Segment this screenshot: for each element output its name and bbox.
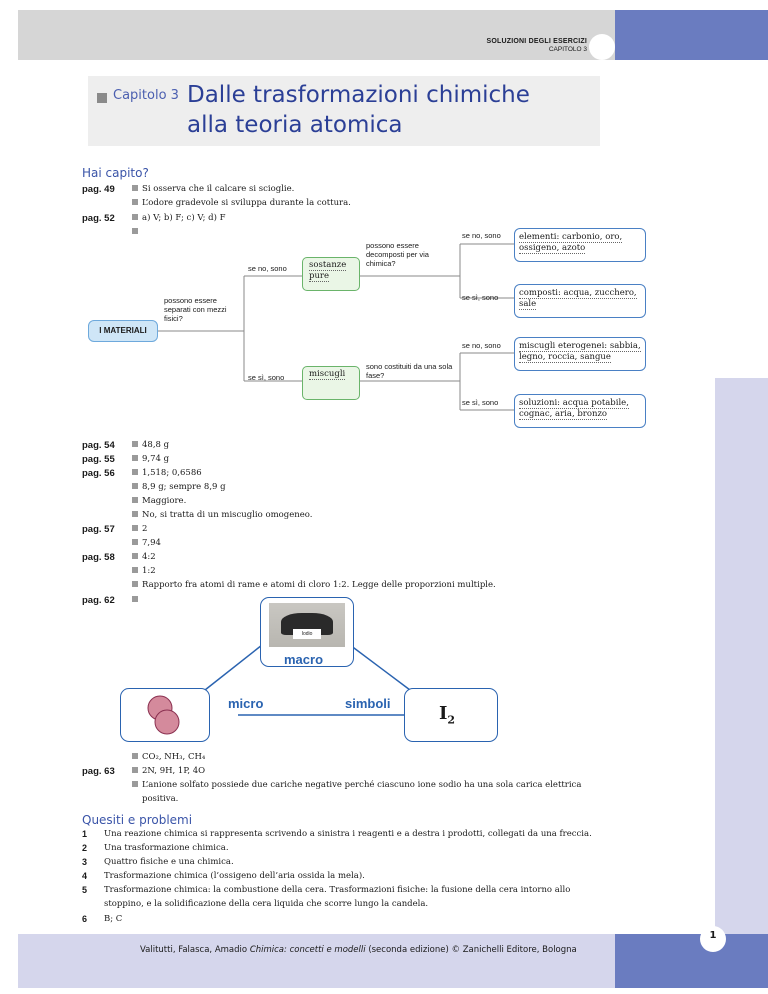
map-question-3: sono costituiti da una sola fase?: [366, 362, 453, 380]
chapter-label: Capitolo 3: [113, 88, 179, 103]
footer-accent: [615, 934, 768, 988]
map-no-1: se no, sono: [248, 264, 287, 273]
page-label: pag. 57: [82, 524, 115, 535]
question-number: 3: [82, 857, 88, 867]
map-composti: composti: acqua, zucchero, sale: [514, 284, 646, 318]
map-question-2: possono essere decomposti per via chimic…: [366, 241, 429, 268]
map-root: I MATERIALI: [88, 320, 158, 342]
page-label: pag. 55: [82, 454, 115, 465]
question-number: 1: [82, 829, 88, 839]
header-accent: [615, 10, 768, 60]
micro-box: [120, 688, 210, 742]
question-number: 5: [82, 885, 88, 895]
answer: 48,8 g: [132, 440, 169, 450]
question-answer: Trasformazione chimica: la combustione d…: [104, 885, 571, 895]
iodine-photo: Iodio: [269, 603, 345, 647]
answer: 1:2: [132, 566, 156, 576]
section-title-quesiti: Quesiti e problemi: [82, 813, 193, 827]
page-title: Dalle trasformazioni chimiche alla teori…: [187, 80, 530, 140]
macro-box: Iodio: [260, 597, 354, 667]
header-title: SOLUZIONI DEGLI ESERCIZI: [486, 38, 587, 45]
map-question-1: possono essere separati con mezzi fisici…: [164, 296, 227, 323]
header-circle: [589, 34, 615, 60]
answer: 8,9 g; sempre 8,9 g: [132, 482, 226, 492]
page-label: pag. 49: [82, 184, 115, 195]
answer: a) V; b) F; c) V; d) F: [132, 213, 226, 223]
map-yes-1: se sì, sono: [248, 373, 285, 382]
answer: CO₂, NH₃, CH₄: [132, 752, 205, 762]
question-number: 4: [82, 871, 88, 881]
macro-label: macro: [284, 652, 324, 667]
header-chapter: CAPITOLO 3: [548, 46, 587, 53]
answer: 9,74 g: [132, 454, 169, 464]
molecule-icon: [147, 695, 180, 735]
header-band: [18, 10, 615, 60]
answer: 2: [132, 524, 147, 534]
answer: Rapporto fra atomi di rame e atomi di cl…: [132, 580, 496, 590]
question-number: 6: [82, 914, 88, 924]
page-label: pag. 62: [82, 595, 115, 606]
footer-citation: Valitutti, Falasca, Amadio Chimica: conc…: [140, 945, 577, 955]
question-answer: Trasformazione chimica (l’ossigeno dell’…: [104, 871, 365, 881]
answer: L’odore gradevole si sviluppa durante la…: [132, 198, 351, 208]
side-band: [715, 378, 768, 934]
map-miscugli: miscugli: [302, 366, 360, 400]
page-label: pag. 56: [82, 468, 115, 479]
answer: L’anione solfato possiede due cariche ne…: [132, 780, 581, 790]
simboli-label: simboli: [345, 696, 391, 711]
section-title-hai-capito: Hai capito?: [82, 166, 149, 180]
answer: Si osserva che il calcare si scioglie.: [132, 184, 294, 194]
question-answer: Una reazione chimica si rappresenta scri…: [104, 829, 592, 839]
question-answer: B; C: [104, 914, 123, 924]
page-title-line1: Dalle trasformazioni chimiche: [187, 82, 530, 108]
answer: 4:2: [132, 552, 156, 562]
question-answer-continued: stoppino, e la solidificazione della cer…: [104, 899, 429, 909]
answer: 1,518; 0,6586: [132, 468, 202, 478]
question-answer: Quattro fisiche e una chimica.: [104, 857, 234, 867]
map-sostanze: sostanze pure: [302, 257, 360, 291]
symbol-box: I2: [404, 688, 498, 742]
question-number: 2: [82, 843, 88, 853]
page-label: pag. 52: [82, 213, 115, 224]
title-square-icon: [97, 93, 107, 103]
answer-bullet: [132, 227, 142, 237]
question-answer: Una trasformazione chimica.: [104, 843, 229, 853]
page-title-line2: alla teoria atomica: [187, 112, 403, 138]
photo-label: Iodio: [293, 629, 321, 639]
map-no-2: se no, sono: [462, 231, 501, 240]
page-label: pag. 54: [82, 440, 115, 451]
page-label: pag. 63: [82, 766, 115, 777]
micro-label: micro: [228, 696, 264, 711]
map-yes-3: se sì, sono: [462, 398, 499, 407]
answer: 7,94: [132, 538, 161, 548]
answer: 2N, 9H, 1P, 4O: [132, 766, 205, 776]
answer-bullet: [132, 595, 142, 605]
map-yes-2: se sì, sono: [462, 293, 499, 302]
page-number-circle: [700, 926, 726, 952]
answer: No, si tratta di un miscuglio omogeneo.: [132, 510, 312, 520]
iodine-symbol: I2: [439, 703, 456, 727]
page-label: pag. 58: [82, 552, 115, 563]
answer: Maggiore.: [132, 496, 186, 506]
map-soluzioni: soluzioni: acqua potabile, cognac, aria,…: [514, 394, 646, 428]
map-miscugli-eterogenei: miscugli eterogenei: sabbia, legno, rocc…: [514, 337, 646, 371]
map-elementi: elementi: carbonio, oro, ossigeno, azoto: [514, 228, 646, 262]
answer-continued: positiva.: [142, 794, 179, 804]
footer-band: [18, 934, 615, 988]
page-number: 1: [709, 930, 717, 941]
title-box: [88, 76, 600, 146]
map-no-3: se no, sono: [462, 341, 501, 350]
